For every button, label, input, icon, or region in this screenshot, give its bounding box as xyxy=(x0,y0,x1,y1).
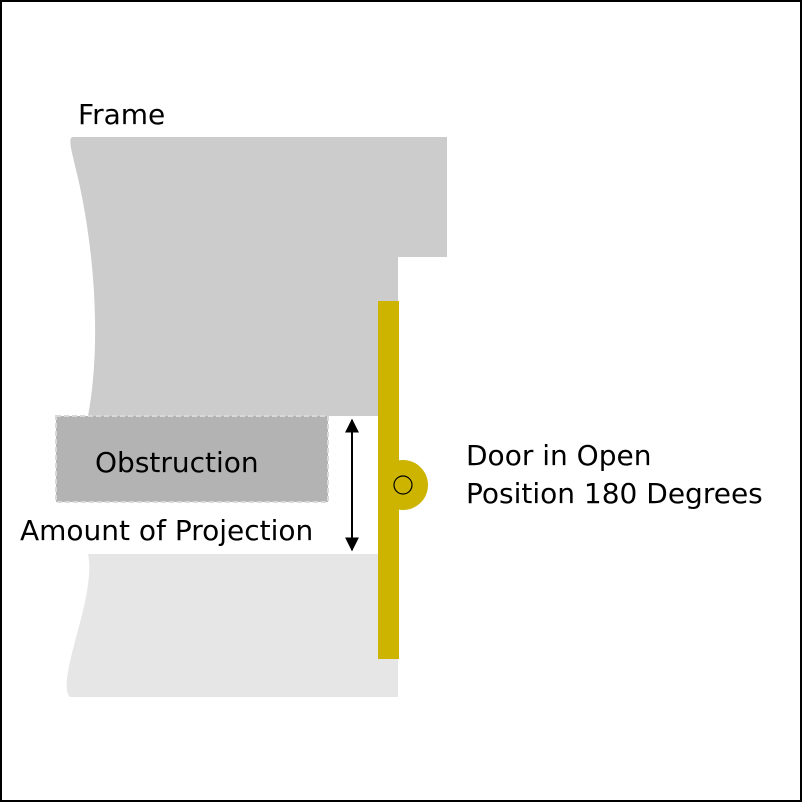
hinge-pin-icon xyxy=(393,475,413,495)
obstruction-block xyxy=(55,415,329,503)
door-label-line1: Door in Open xyxy=(466,439,651,472)
frame-lower-block xyxy=(66,554,399,697)
frame-label: Frame xyxy=(78,98,165,131)
projection-label: Amount of Projection xyxy=(20,514,313,547)
frame-upper-block xyxy=(70,137,448,416)
hinge-knuckle-icon xyxy=(378,460,428,510)
door-label-line2: Position 180 Degrees xyxy=(466,477,763,510)
obstruction-label: Obstruction xyxy=(95,446,259,479)
